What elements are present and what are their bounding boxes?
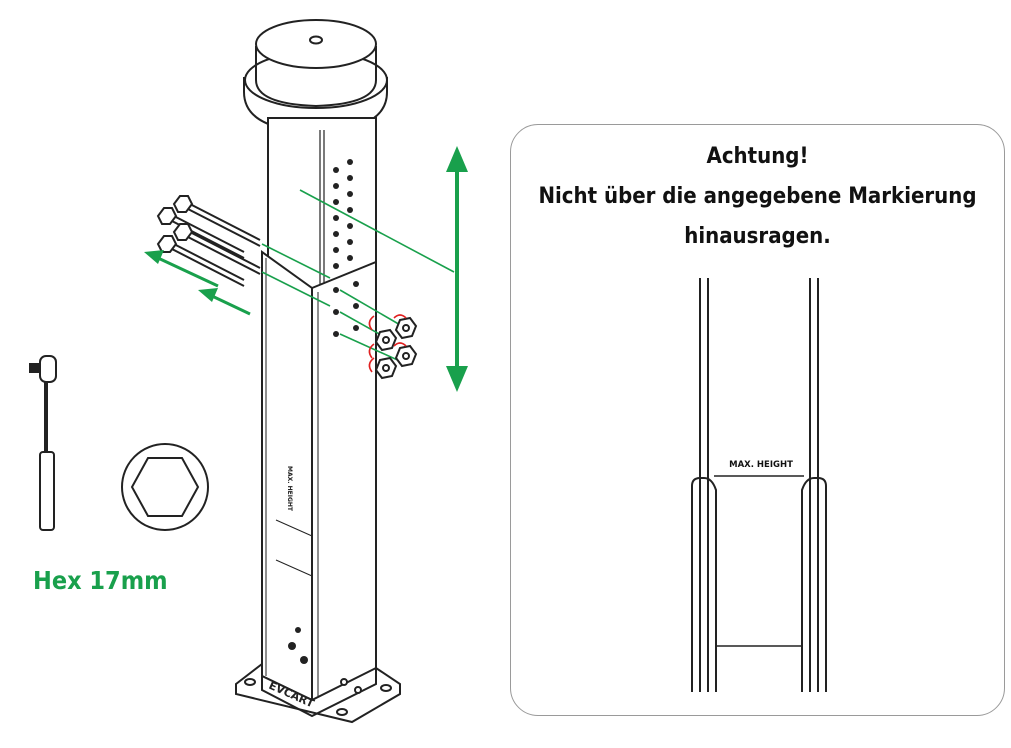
direction-arrows-left bbox=[144, 250, 251, 316]
bolt bbox=[172, 195, 261, 247]
outer-tube-holes bbox=[288, 281, 359, 664]
outer-tube bbox=[261, 250, 377, 702]
post-cap bbox=[243, 19, 388, 134]
max-height-label: MAX. HEIGHT bbox=[729, 460, 793, 470]
warning-line-1: Nicht über die angegebene Markierung bbox=[538, 184, 977, 209]
nut bbox=[374, 328, 398, 352]
hexagon-socket-icon bbox=[121, 443, 209, 531]
rotation-arrows bbox=[368, 314, 407, 373]
nut bbox=[394, 344, 418, 368]
inner-tube-holes bbox=[333, 159, 353, 269]
base-plate bbox=[235, 661, 401, 724]
hex-ratchet-wrench-icon bbox=[29, 355, 57, 531]
warning-text: Achtung! Nicht über die angegebene Marki… bbox=[511, 137, 1004, 257]
nut bbox=[374, 356, 398, 380]
hex-size-label: Hex 17mm bbox=[33, 566, 168, 595]
bolts bbox=[156, 195, 261, 287]
guide-lines bbox=[261, 189, 455, 363]
warning-title: Achtung! bbox=[706, 144, 809, 169]
bolt bbox=[172, 223, 261, 275]
post-max-height-label: MAX. HEIGHT bbox=[286, 466, 293, 512]
height-adjust-arrow bbox=[446, 146, 468, 392]
nuts bbox=[374, 316, 418, 380]
warning-line-2: hinausragen. bbox=[684, 224, 831, 249]
nut bbox=[394, 316, 418, 340]
warning-callout: Achtung! Nicht über die angegebene Marki… bbox=[510, 124, 1005, 716]
bolt bbox=[156, 235, 245, 287]
